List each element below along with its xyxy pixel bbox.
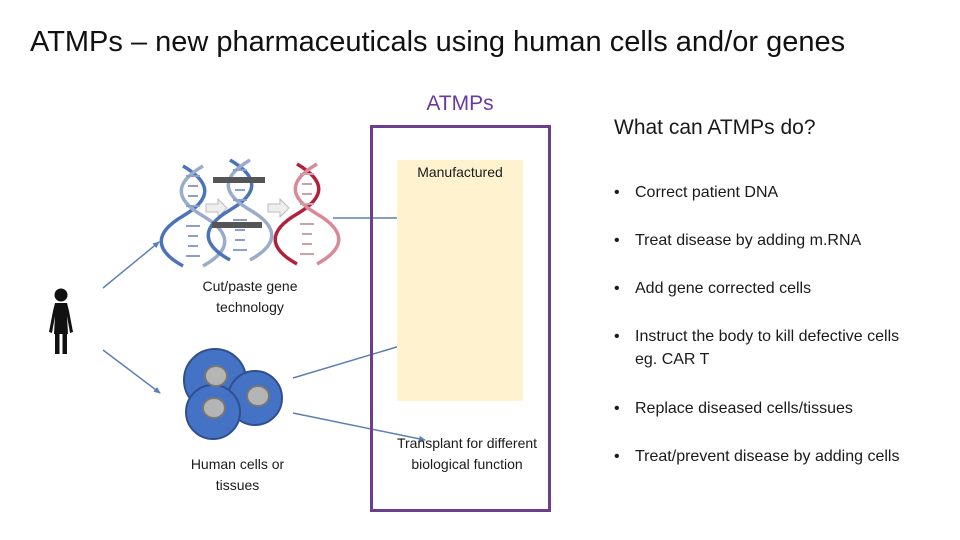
dna-strand-1 (159, 164, 227, 268)
bullet-text: Instruct the body to kill defective cell… (635, 328, 900, 345)
gene-technology-label: Cut/paste gene technology (202, 278, 298, 315)
human-cells-label: Human cells or tissues (190, 456, 285, 493)
bullet-dot: • (614, 280, 620, 297)
arrow-person-to-gene (102, 241, 160, 289)
bullet-text: Treat/prevent disease by adding cells (635, 448, 900, 465)
bullet-item: • Treat/prevent disease by adding cells (614, 445, 899, 468)
dna-strand-3 (273, 162, 341, 266)
dna-strand-2 (206, 158, 274, 262)
transplant-label: Transplant for different biological func… (396, 435, 538, 472)
bullet-text: Treat disease by adding m.RNA (635, 232, 862, 249)
bullet-dot: • (614, 184, 620, 201)
manufactured-panel (397, 160, 523, 401)
dna-strands-icon (159, 158, 341, 268)
arrow-person-to-cells (102, 349, 161, 394)
bullet-text: Correct patient DNA (635, 184, 779, 201)
arrow-cells-to-transplant (292, 412, 426, 442)
atmps-frame (370, 125, 551, 512)
bullet-continuation: eg. CAR T (635, 351, 710, 368)
atmps-heading: ATMPs (426, 92, 494, 115)
bullet-dot: • (614, 448, 620, 465)
cut-bar-top (213, 177, 265, 183)
bullet-item: • Instruct the body to kill defective cel… (614, 325, 899, 371)
dna-arrow-1 (205, 197, 228, 219)
what-can-atmps-do-heading: What can ATMPs do? (614, 116, 816, 139)
dna-arrow-2 (267, 197, 290, 219)
bullet-dot: • (614, 232, 620, 249)
person-icon (49, 288, 73, 354)
cells-icon (183, 348, 283, 440)
cut-bar-bottom (212, 222, 262, 228)
manufactured-label: Manufactured (417, 164, 503, 180)
bullet-dot: • (614, 328, 620, 345)
bullet-item: • Replace diseased cells/tissues (614, 397, 853, 420)
page-title: ATMPs – new pharmaceuticals using human … (30, 26, 846, 58)
bullet-item: • Add gene corrected cells (614, 277, 811, 300)
bullet-dot: • (614, 400, 620, 417)
bullet-item: • Correct patient DNA (614, 181, 778, 204)
bullet-text: Add gene corrected cells (635, 280, 812, 297)
bullet-text: Replace diseased cells/tissues (635, 400, 853, 417)
bullet-item: • Treat disease by adding m.RNA (614, 229, 861, 252)
